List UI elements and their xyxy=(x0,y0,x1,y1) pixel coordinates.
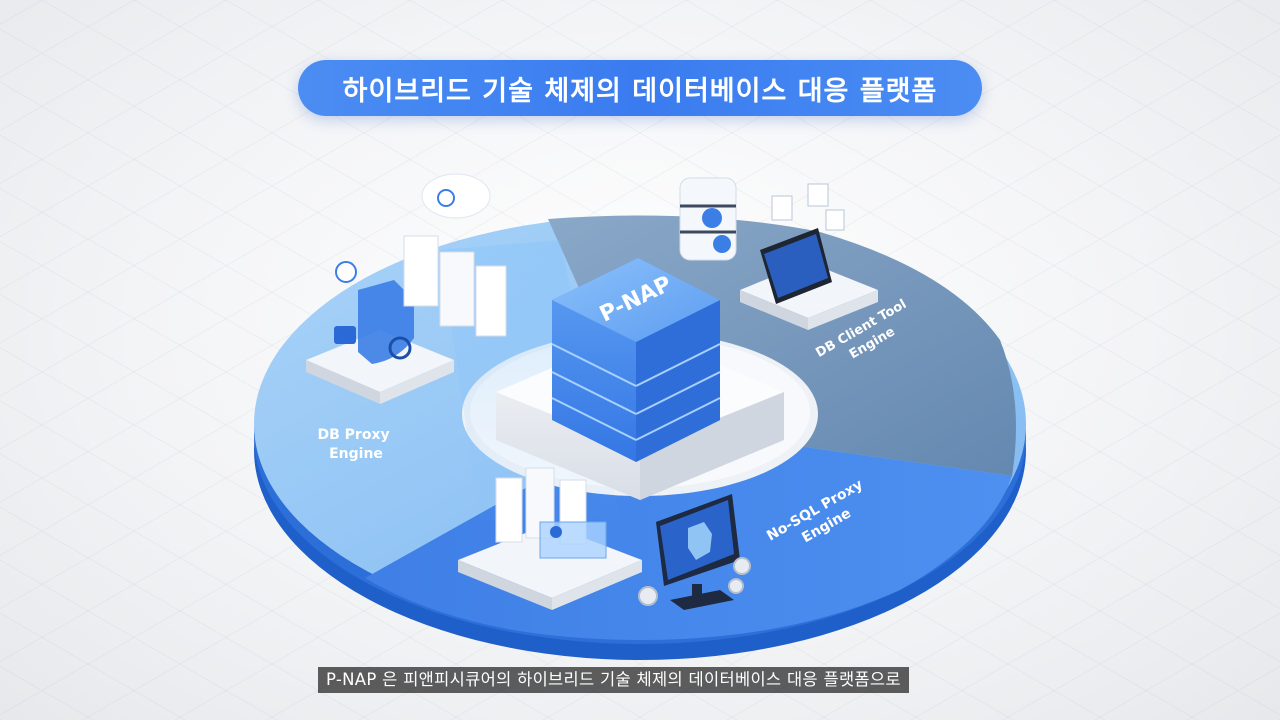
label-db-proxy: DB Proxy Engine xyxy=(318,427,395,462)
shield-check-icon xyxy=(335,261,357,283)
chart-icon xyxy=(807,183,829,207)
server-rack-icon xyxy=(403,235,439,307)
label-db-proxy-line2: Engine xyxy=(329,446,383,462)
padlock-icon xyxy=(334,326,356,344)
security-tile xyxy=(306,261,454,404)
security-shield-icon xyxy=(358,280,414,364)
pnap-block: P-NAP xyxy=(551,258,721,462)
video-subtitle: P-NAP 은 피앤피시큐어의 하이브리드 기술 체제의 데이터베이스 대응 플… xyxy=(318,667,909,693)
nosql-group xyxy=(458,467,751,610)
password-lock-icon xyxy=(539,521,607,559)
gear-icon xyxy=(702,208,722,228)
client-tool-group xyxy=(679,177,878,330)
document-icon xyxy=(771,195,793,221)
server-group xyxy=(403,173,507,337)
label-db-proxy-line1: DB Proxy xyxy=(318,427,390,443)
page-title: 하이브리드 기술 체제의 데이터베이스 대응 플랫폼 xyxy=(342,75,938,107)
title-banner: 하이브리드 기술 체제의 데이터베이스 대응 플랫폼 xyxy=(298,60,982,116)
gear-icon-4 xyxy=(728,578,744,594)
gear-icon-2 xyxy=(638,586,658,606)
gear-icon-3 xyxy=(733,557,751,575)
cloud-sync-icon xyxy=(421,173,491,219)
magnifier-icon xyxy=(388,336,412,360)
